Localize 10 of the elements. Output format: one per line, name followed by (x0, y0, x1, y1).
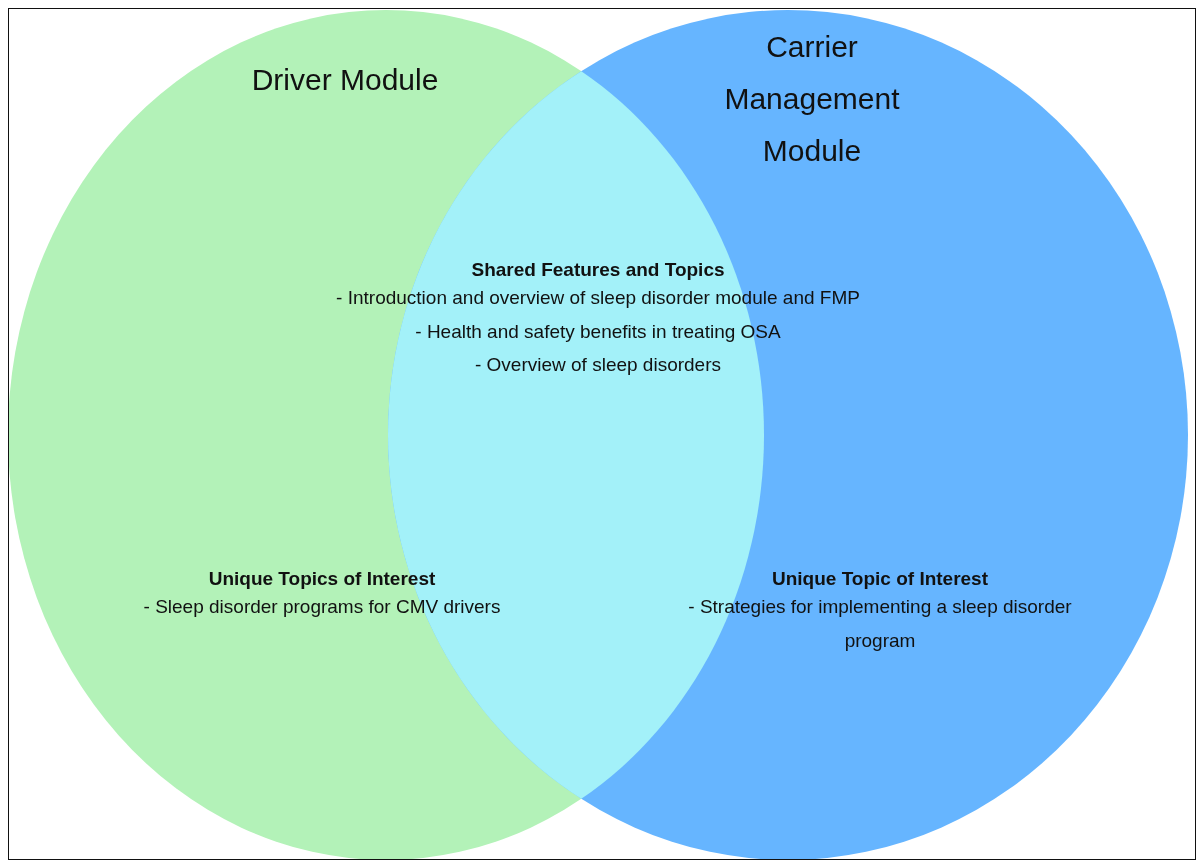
section-heading: Shared Features and Topics (470, 258, 726, 282)
topic-item: - Introduction and overview of sleep disorder module and FMP (335, 286, 861, 310)
topic-item: - Health and safety benefits in treating OSA (414, 320, 782, 344)
section-heading: Unique Topic of Interest (770, 567, 989, 591)
topic-item: - Strategies for implementing a sleep disorder program (687, 595, 1073, 653)
section-heading: Unique Topics of Interest (207, 567, 437, 591)
circle-title: Carrier Management Module (723, 29, 901, 169)
circle-title: Driver Module (250, 62, 440, 98)
topic-item: - Overview of sleep disorders (473, 353, 722, 377)
topic-item: - Sleep disorder programs for CMV drivers (142, 595, 502, 619)
